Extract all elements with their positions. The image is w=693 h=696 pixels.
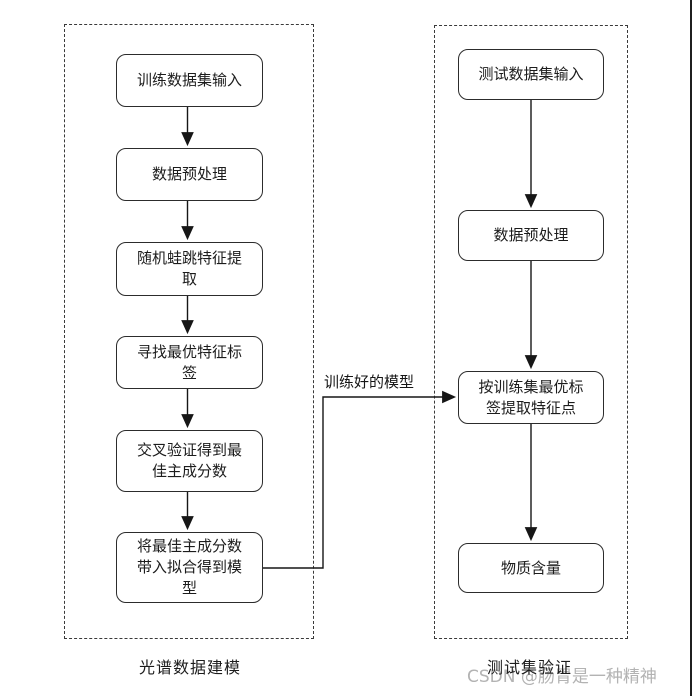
node-fit-model: 将最佳主成分数带入拟合得到模型: [116, 532, 263, 603]
node-substance-content: 物质含量: [458, 543, 604, 593]
node-test-input: 测试数据集输入: [458, 49, 604, 100]
image-right-border: [690, 0, 692, 696]
caption-right-group: 测试集验证: [487, 658, 573, 677]
left-group-frame: [64, 24, 314, 639]
node-cross-validation: 交叉验证得到最佳主成分数: [116, 430, 263, 492]
edge-label-trained-model: 训练好的模型: [324, 373, 415, 391]
right-group-frame: [434, 25, 628, 639]
node-test-preprocess: 数据预处理: [458, 210, 604, 261]
node-random-frog-feature: 随机蛙跳特征提取: [116, 242, 263, 296]
node-train-preprocess: 数据预处理: [116, 148, 263, 201]
node-train-input: 训练数据集输入: [116, 54, 263, 107]
node-extract-feature-points: 按训练集最优标签提取特征点: [458, 371, 604, 424]
caption-left-group: 光谱数据建模: [139, 658, 242, 677]
node-find-optimal-labels: 寻找最优特征标签: [116, 336, 263, 389]
csdn-watermark: CSDN @肠胃是一种精神: [467, 667, 657, 687]
